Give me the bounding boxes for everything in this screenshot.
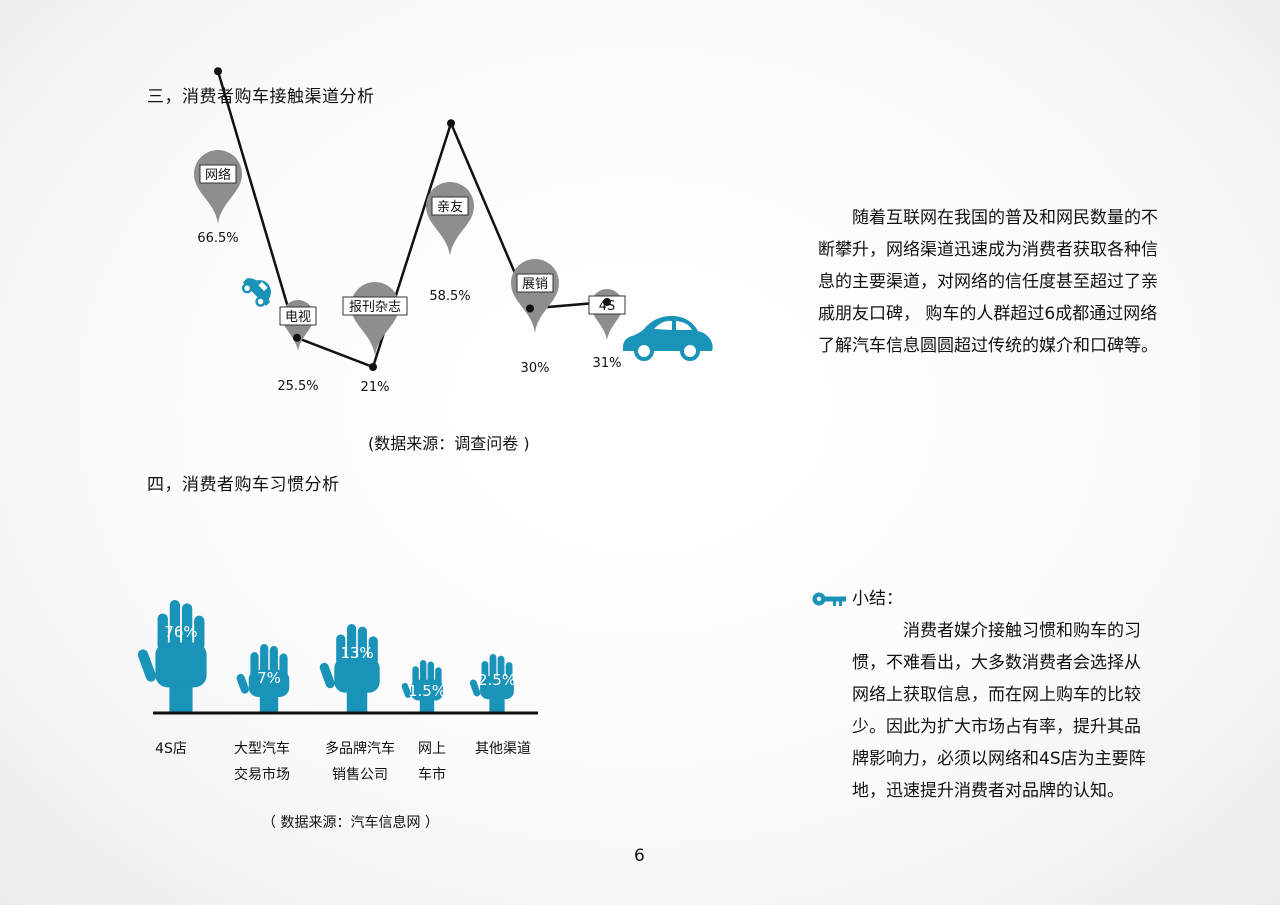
category-label: 展销 <box>522 277 548 292</box>
category-label: 报刊杂志 <box>349 300 401 315</box>
value-label: 58.5% <box>429 289 470 304</box>
category-label-box <box>279 306 317 326</box>
car-icon <box>241 278 271 307</box>
map-pin-icon: 电视 <box>279 300 317 351</box>
category-label: 4S <box>599 299 616 314</box>
category-label: 大型汽车交易市场 <box>212 736 312 788</box>
value-label: 7% <box>257 669 281 687</box>
chart2-source: （ 数据来源：汽车信息网 ） <box>262 815 439 831</box>
hand-icon <box>236 644 290 712</box>
section3-heading: 三，消费者购车接触渠道分析 <box>147 87 375 107</box>
data-point <box>293 333 301 342</box>
category-label: 亲友 <box>437 199 463 215</box>
value-label: 66.5% <box>197 231 238 246</box>
value-label: 31% <box>593 356 622 371</box>
map-pin-icon: 报刊杂志 <box>342 282 408 356</box>
map-pin-icon: 4S <box>588 289 626 340</box>
category-label-line: 网上 <box>418 741 446 757</box>
category-label-line: 4S店 <box>155 741 187 757</box>
hand-icon <box>469 654 514 712</box>
data-point <box>447 119 455 128</box>
value-label: 30% <box>521 361 550 376</box>
car-icon <box>622 315 713 361</box>
category-label: 4S店 <box>121 736 221 762</box>
category-label-box <box>431 196 469 216</box>
category-label: 多品牌汽车销售公司 <box>310 736 410 788</box>
section4-heading: 四，消费者购车习惯分析 <box>147 475 340 495</box>
data-point <box>214 67 222 76</box>
hand-icon <box>401 660 443 712</box>
category-label-box <box>199 164 237 184</box>
category-label-box <box>342 296 408 316</box>
map-pin-icon: 亲友 <box>426 182 474 256</box>
section3-paragraph: 随着互联网在我国的普及和网民数量的不断攀升，网络渠道迅速成为消费者获取各种信息的… <box>818 208 1158 356</box>
category-label-line: 多品牌汽车 <box>325 741 395 757</box>
data-point <box>369 363 377 371</box>
map-pin-icon: 网络 <box>194 150 242 224</box>
series-line <box>216 70 608 369</box>
summary-text: 消费者媒介接触习惯和购车的习惯，不难看出，大多数消费者会选择从网络上获取信息，而… <box>852 621 1146 801</box>
value-label: 25.5% <box>277 379 318 394</box>
category-label: 电视 <box>285 310 311 325</box>
category-label-line: 交易市场 <box>234 767 290 783</box>
category-label: 网上车市 <box>382 736 482 788</box>
chart1-source: (数据来源：调查问卷 ) <box>368 434 530 453</box>
value-label: 21% <box>361 380 390 395</box>
map-pin-icon: 展销 <box>511 259 559 333</box>
data-point <box>526 304 534 313</box>
page-number: 6 <box>634 846 645 866</box>
habit-hand-chart: 76% 7% 13% 1.5% 2.5% <box>137 600 538 715</box>
category-label-line: 其他渠道 <box>475 741 531 757</box>
category-label: 其他渠道 <box>453 736 553 762</box>
category-label-line: 大型汽车 <box>234 741 290 757</box>
value-label: 2.5% <box>478 671 516 689</box>
data-point <box>603 298 611 306</box>
hand-icon <box>319 624 380 712</box>
category-label-line: 销售公司 <box>332 767 388 783</box>
category-label: 网络 <box>205 167 231 183</box>
value-label: 76% <box>164 623 197 641</box>
hand-icon <box>137 600 207 712</box>
category-label-box <box>516 273 554 293</box>
value-label: 1.5% <box>408 682 446 700</box>
value-label: 13% <box>340 644 373 662</box>
key-icon <box>812 592 846 606</box>
category-label-line: 车市 <box>418 767 446 783</box>
summary-title: 小结： <box>852 589 903 609</box>
